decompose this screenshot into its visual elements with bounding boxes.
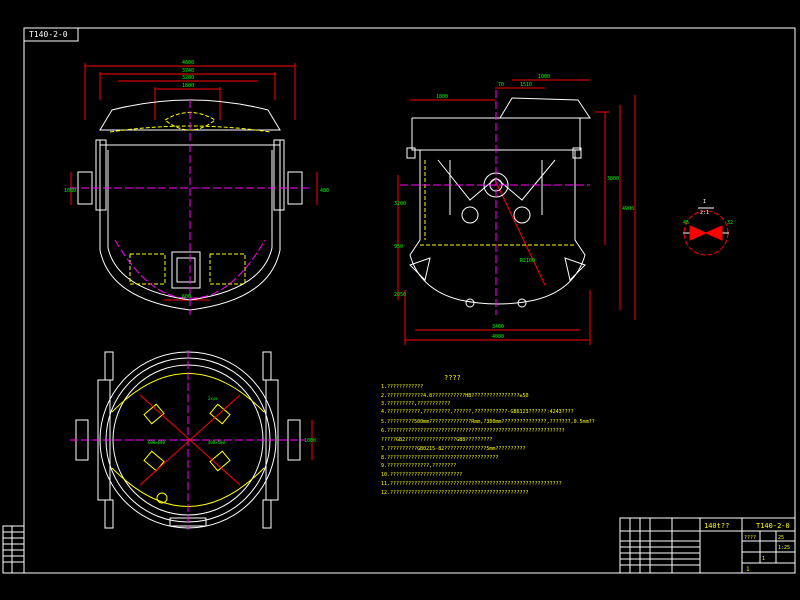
title-block-sheets: 1 <box>746 566 750 573</box>
detail-id: I <box>703 199 706 205</box>
note-line: 11.?????????????????????????????????????… <box>381 481 562 487</box>
title-block-scale: 1:25 <box>778 545 790 551</box>
dim-plan-a: 600×600 <box>148 440 165 445</box>
dim-elev-v1: 3200 <box>394 201 406 207</box>
dim-elev-d: 1510 <box>520 82 532 88</box>
note-line: 3.?????????,??????????? <box>381 401 451 407</box>
drawing-code-box <box>23 27 79 42</box>
title-block-code: T140-2-0 <box>756 522 790 530</box>
note-line: 10.???????????????????????? <box>381 472 463 478</box>
note-line: 1.???????????? <box>381 384 424 390</box>
detail-dim-a: 45 <box>683 220 689 226</box>
side-elevation-view <box>397 79 636 345</box>
dim-side-left: 1080 <box>64 188 76 194</box>
title-block-name: 140t?? <box>704 522 729 530</box>
note-line: ?????GB2?????????????????GB8????????? <box>381 437 493 443</box>
note-line: 12.?????????????????????????????????????… <box>381 490 529 496</box>
detail-dim-b: 32 <box>727 220 733 226</box>
dim-elev-e: 3800 <box>607 176 619 182</box>
detail-section-view <box>683 207 729 256</box>
title-block-count: 1 <box>762 556 765 562</box>
dim-elev-a: 1800 <box>436 94 448 100</box>
dim-elev-radius: R2100 <box>520 258 535 264</box>
dim-elev-c: 1000 <box>538 74 550 80</box>
dim-front-right: 480 <box>320 188 329 194</box>
dim-plan-c: 2xxx <box>208 396 218 401</box>
plan-view <box>70 350 313 530</box>
note-line: 2.????????????4.8???????????HB??????????… <box>381 393 529 399</box>
title-block-mark: ???? <box>744 535 756 541</box>
title-block <box>619 517 796 574</box>
sheet-border <box>23 27 796 574</box>
dim-elev-b: 70 <box>498 82 504 88</box>
dim-top-c: 1800 <box>182 83 194 89</box>
note-line: 4.???????????,?????????,??????,?????????… <box>381 409 574 415</box>
note-line: 8.????????????????????????????????????? <box>381 455 499 461</box>
dim-plan-side: 1000 <box>304 438 316 444</box>
dim-top-overall: 4600 <box>182 60 194 66</box>
note-line: 5.?????????500mm??????????????Rmm,?300mm… <box>381 419 595 425</box>
note-line: 6.??????????????????????????????????????… <box>381 428 565 434</box>
dim-top-a: 3740 <box>182 68 194 74</box>
dim-elev-v2: 950 <box>394 244 403 250</box>
notes-title: ???? <box>444 374 461 382</box>
note-line: 7.??????????GB0215-82??????????????5mm??… <box>381 446 526 452</box>
dim-top-b: 3200 <box>182 75 194 81</box>
dim-elev-v3: 2050 <box>394 292 406 298</box>
revision-strip <box>2 525 25 574</box>
detail-scale: 2:1 <box>700 210 709 216</box>
dim-plan-b: 400×500 <box>208 440 225 445</box>
title-block-weight: 25 <box>778 535 784 541</box>
dim-bottom-width: 600 <box>182 294 191 300</box>
dim-elev-g: 3400 <box>492 324 504 330</box>
dim-elev-f: 4900 <box>622 206 634 212</box>
dim-elev-h: 4000 <box>492 334 504 340</box>
front-view <box>70 63 318 315</box>
note-line: 9.??????????????,???????? <box>381 463 457 469</box>
drawing-code-tag: T140-2-0 <box>29 30 68 39</box>
